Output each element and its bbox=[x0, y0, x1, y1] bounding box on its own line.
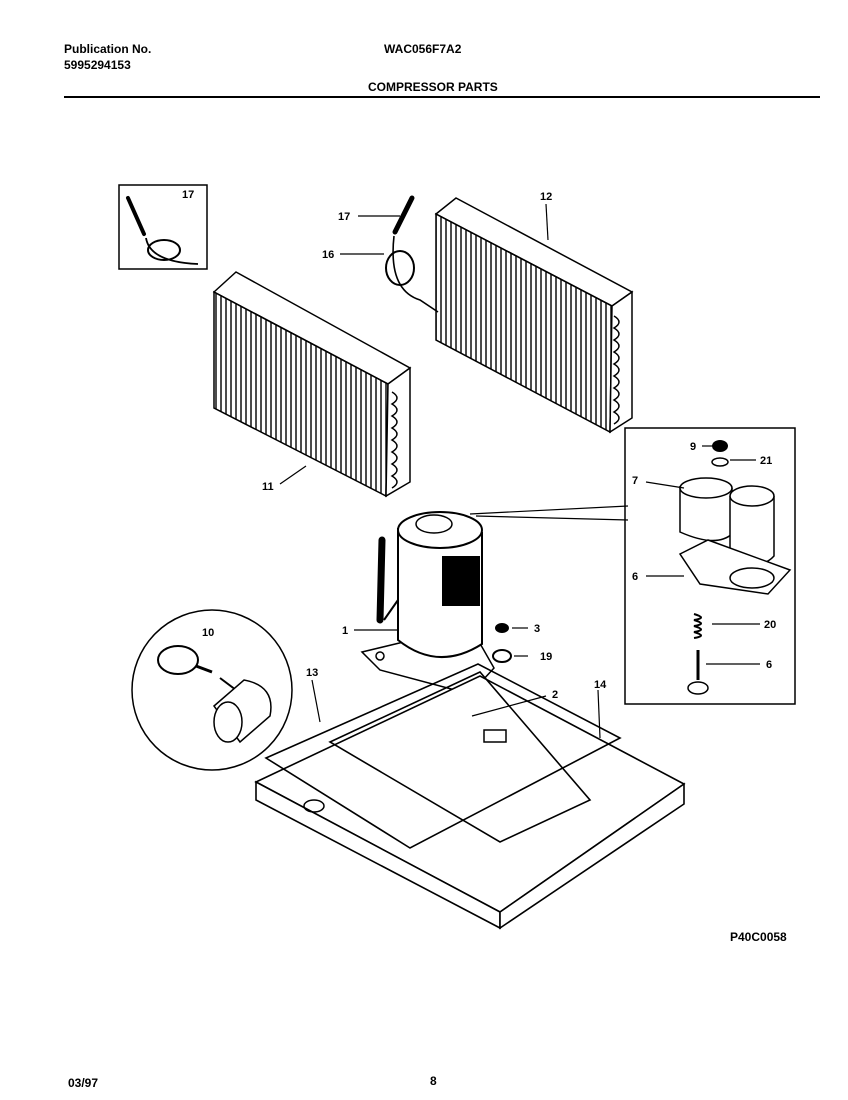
callout-21: 21 bbox=[760, 455, 772, 467]
compressor bbox=[360, 505, 629, 695]
callout-1: 1 bbox=[342, 625, 348, 637]
callout-12: 12 bbox=[540, 191, 552, 203]
publication-label: Publication No. bbox=[64, 42, 152, 56]
callout-2: 2 bbox=[552, 689, 558, 701]
header-rule bbox=[64, 96, 820, 98]
page-number: 8 bbox=[430, 1074, 437, 1088]
callout-17-inset: 17 bbox=[182, 189, 194, 201]
callout-16: 16 bbox=[322, 249, 334, 261]
model-number: WAC056F7A2 bbox=[384, 42, 462, 56]
callout-14: 14 bbox=[594, 679, 607, 691]
condenser-coil bbox=[434, 197, 634, 434]
revision-date: 03/97 bbox=[68, 1076, 99, 1090]
callout-6-upper: 6 bbox=[632, 571, 638, 583]
publication-number: 5995294153 bbox=[64, 58, 131, 72]
callout-labels: 17 17 16 12 11 9 21 7 6 20 6 1 3 19 10 1… bbox=[182, 189, 776, 701]
callout-11: 11 bbox=[262, 481, 274, 493]
drain-pan bbox=[264, 663, 622, 849]
drawing-code: P40C0058 bbox=[730, 930, 787, 944]
callout-20: 20 bbox=[764, 619, 776, 631]
mount-nut-washer bbox=[492, 623, 512, 663]
base-pan bbox=[254, 675, 686, 930]
callout-3: 3 bbox=[534, 623, 540, 635]
callout-10: 10 bbox=[202, 627, 214, 639]
callout-6-lower: 6 bbox=[766, 659, 772, 671]
leader-lines bbox=[279, 203, 760, 739]
callout-13: 13 bbox=[306, 667, 318, 679]
thermistor-sensor bbox=[385, 195, 439, 313]
callout-17: 17 bbox=[338, 211, 350, 223]
capacitor-detail bbox=[131, 609, 293, 771]
callout-7: 7 bbox=[632, 475, 638, 487]
evaporator-coil bbox=[212, 271, 412, 498]
callout-19: 19 bbox=[540, 651, 552, 663]
callout-9: 9 bbox=[690, 441, 696, 453]
section-title: COMPRESSOR PARTS bbox=[368, 80, 498, 94]
sensor-inset-box bbox=[118, 184, 208, 270]
terminal-cover-inset bbox=[624, 427, 796, 705]
